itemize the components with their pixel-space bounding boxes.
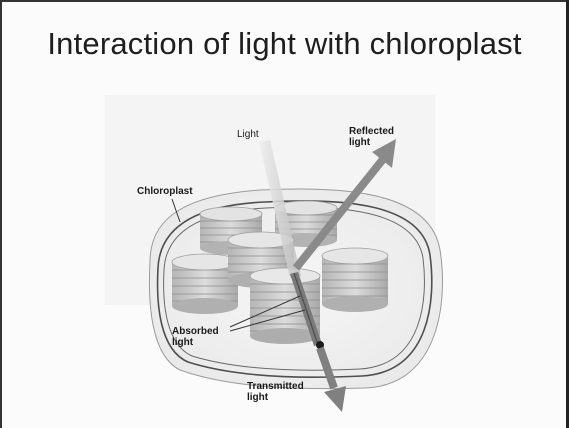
granum-front-center [250,268,320,344]
transmitted-light-label-line1: Transmitted [247,381,304,392]
absorbed-light-label-line2: light [172,337,193,348]
light-label: Light [237,129,259,140]
absorbed-light-label-line1: Absorbed [172,326,219,337]
reflected-light-label-line2: light [349,137,370,148]
granum-right [322,248,388,312]
chloroplast-label: Chloroplast [137,186,193,197]
transmitted-light-label-line2: light [247,392,268,403]
reflected-light-label-line1: Reflected [349,126,394,137]
